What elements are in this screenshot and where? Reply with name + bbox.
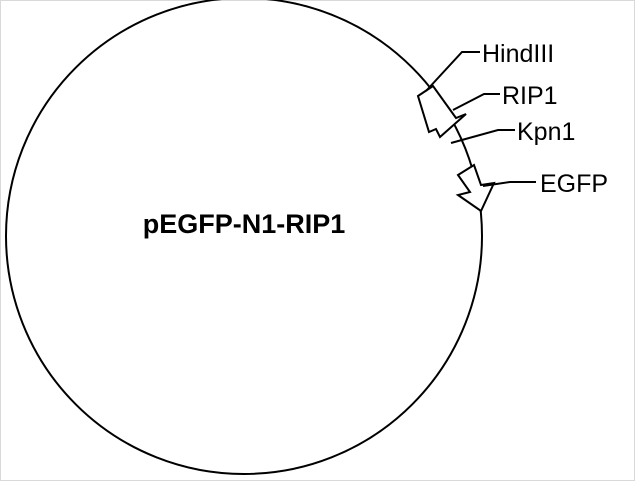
plasmid-backbone	[5, 0, 483, 475]
rip1-leader-line	[452, 93, 500, 111]
kpn1-leader-line	[450, 129, 515, 144]
egfp-label: EGFP	[540, 170, 608, 198]
hindiii-label: HindIII	[482, 40, 554, 68]
hindiii-leader-line	[425, 51, 480, 92]
rip1-label: RIP1	[502, 82, 558, 110]
egfp-leader-line	[482, 181, 536, 187]
kpn1-label: Kpn1	[517, 118, 575, 146]
rip1-feature-arrow	[416, 84, 467, 139]
plasmid-name: pEGFP-N1-RIP1	[143, 209, 346, 239]
egfp-feature-arrow	[455, 163, 496, 213]
